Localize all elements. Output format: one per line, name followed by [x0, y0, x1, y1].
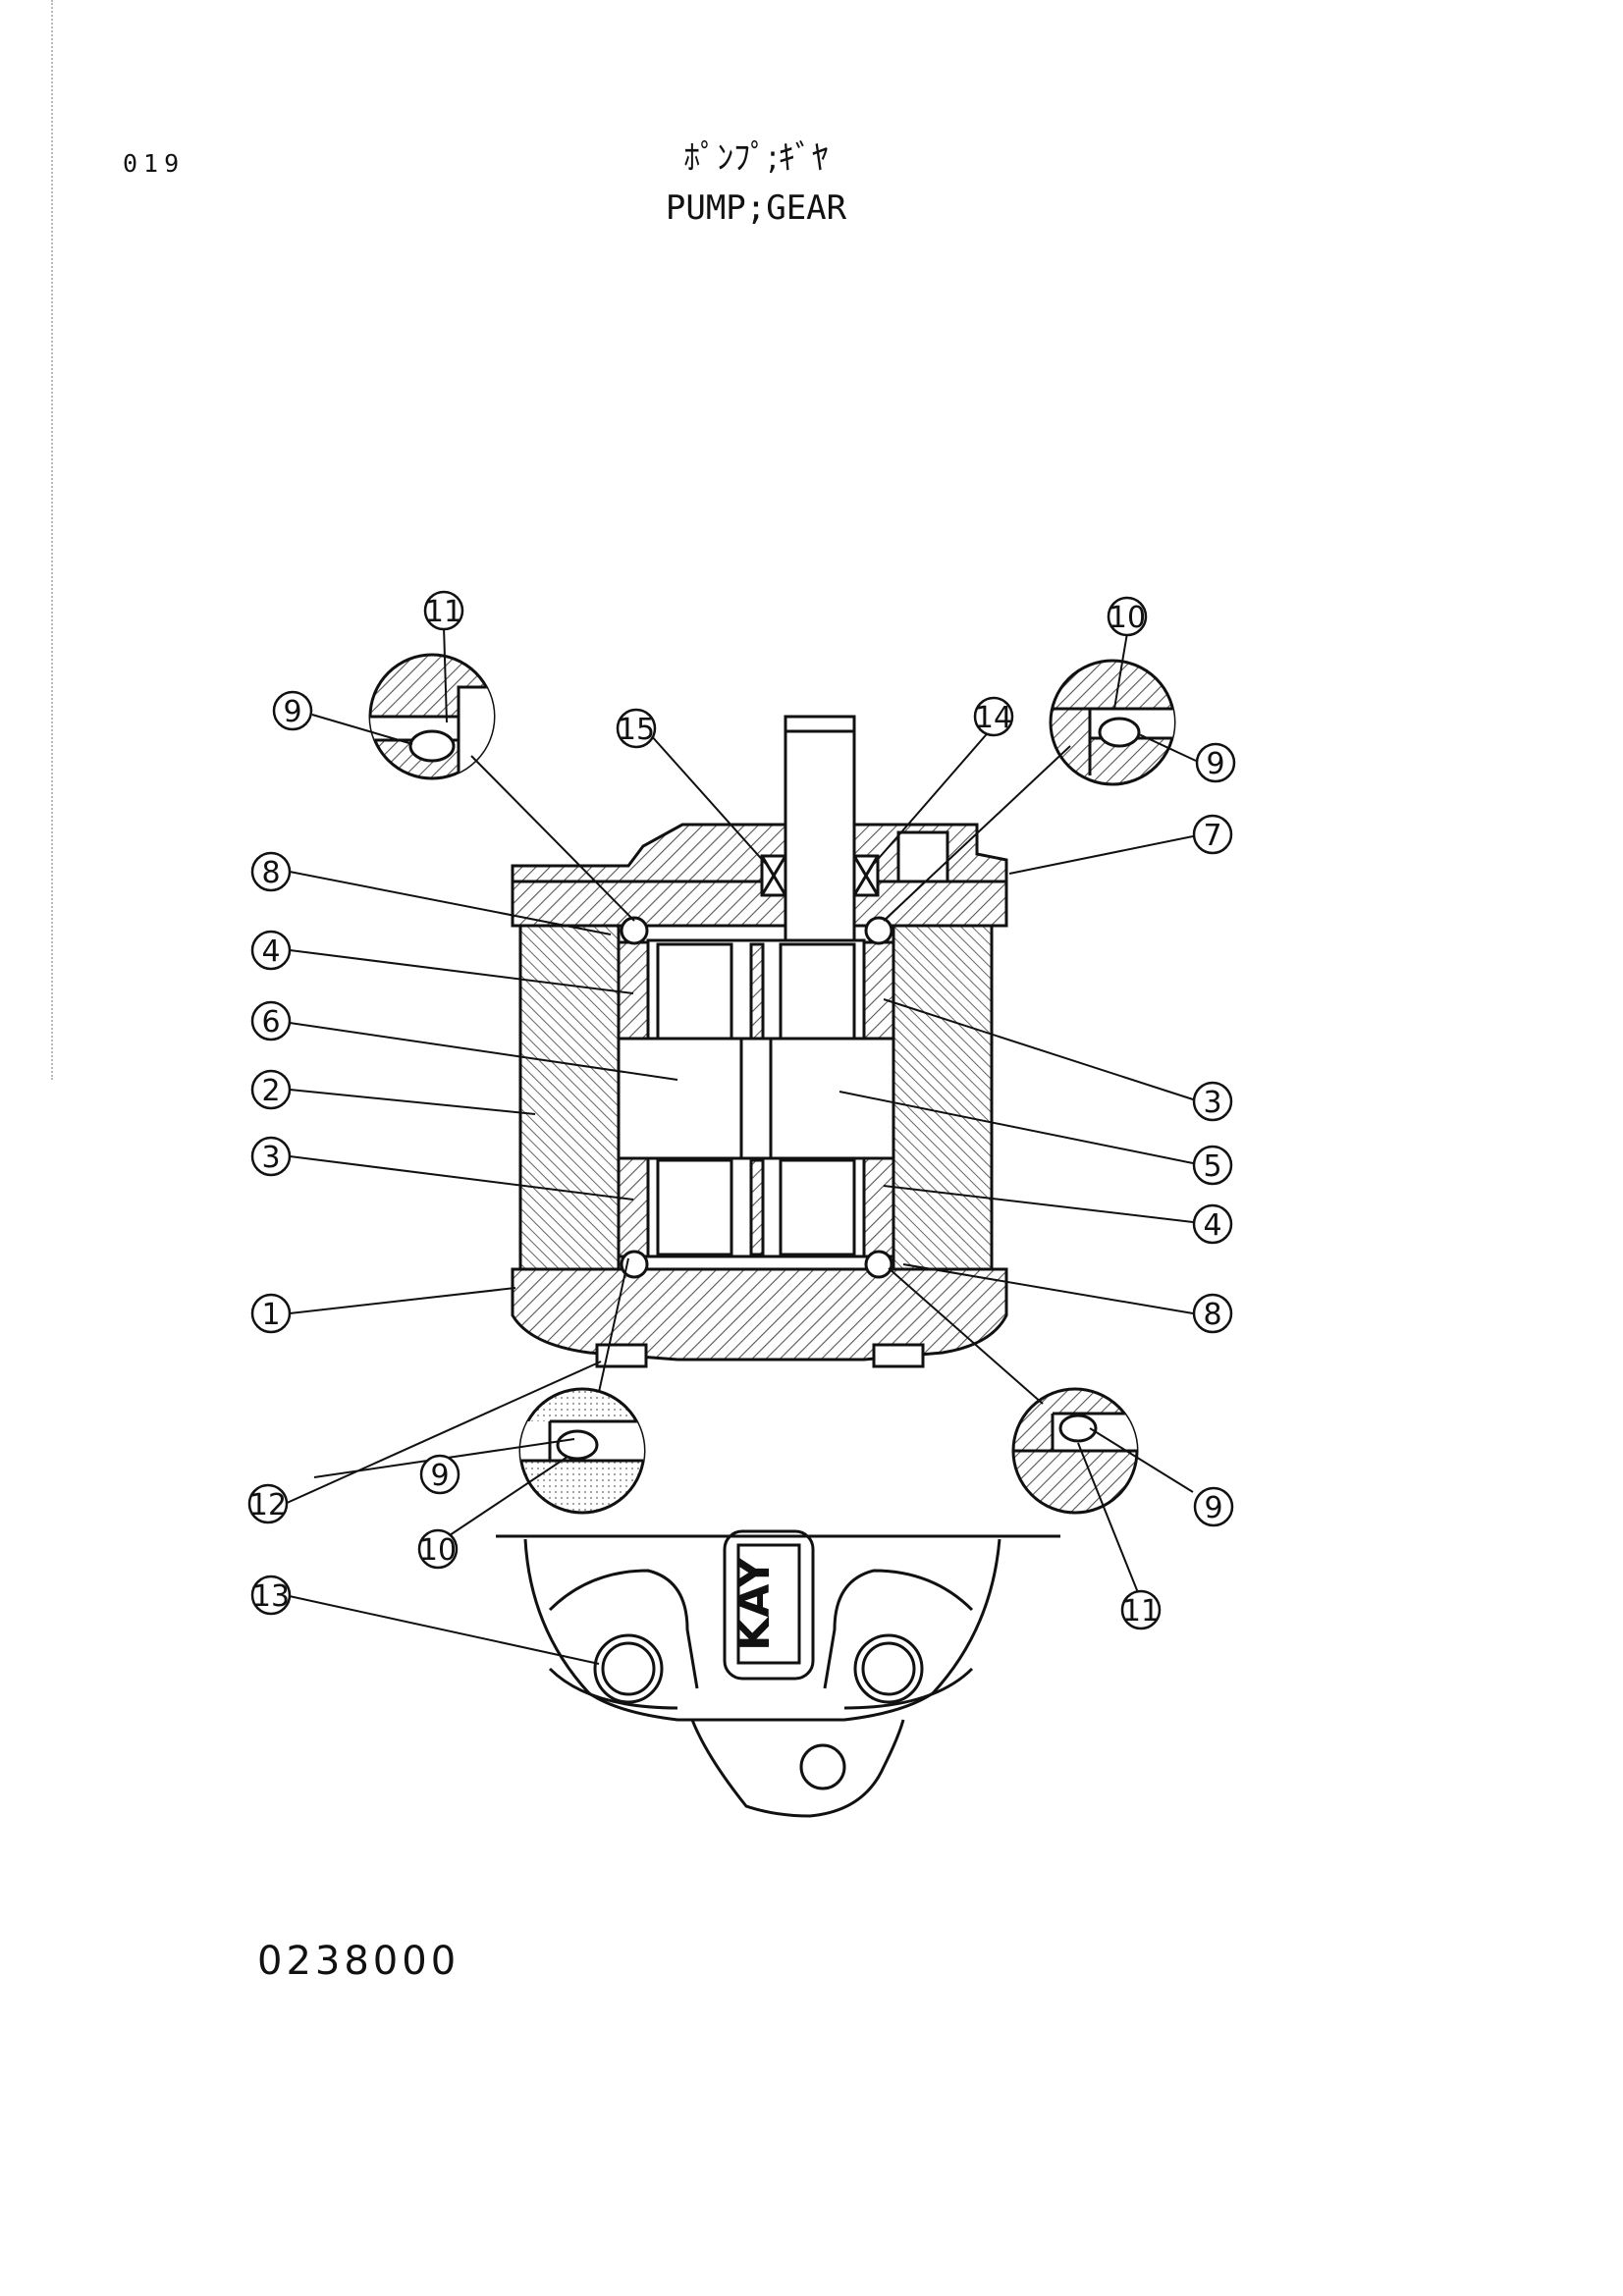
callout-9-top-left: 9 [272, 690, 313, 731]
svg-text:15: 15 [618, 713, 655, 747]
drawing-number: 0238000 [257, 1939, 460, 1984]
svg-text:9: 9 [283, 695, 301, 729]
mounting-stud-right [872, 1343, 925, 1368]
gear-spacer-lower [749, 1158, 765, 1256]
svg-text:1: 1 [261, 1298, 280, 1332]
svg-text:14: 14 [975, 701, 1012, 735]
callout-10-top: 10 [1107, 596, 1148, 637]
margin-rule [51, 0, 53, 1080]
svg-text:3: 3 [1203, 1086, 1221, 1120]
svg-text:4: 4 [261, 934, 280, 969]
body-left [518, 924, 621, 1271]
svg-text:7: 7 [1203, 819, 1221, 853]
callout-9-bottom-right: 9 [1193, 1486, 1234, 1527]
gear-right-upper [779, 942, 856, 1041]
callout-8-top: 8 [250, 851, 292, 892]
bushing-bottom-right [862, 1156, 895, 1258]
svg-text:9: 9 [1204, 1491, 1222, 1525]
callout-15: 15 [616, 708, 657, 749]
svg-text:10: 10 [419, 1533, 457, 1568]
callout-14: 14 [973, 696, 1014, 737]
detail-circle-bottom-left [518, 1387, 646, 1515]
callout-9-top-right: 9 [1195, 742, 1236, 783]
body-right [892, 924, 994, 1271]
svg-text:6: 6 [261, 1005, 280, 1040]
callout-13: 13 [250, 1575, 292, 1616]
callout-11-bottom: 11 [1120, 1589, 1162, 1630]
callout-12: 12 [247, 1483, 289, 1524]
detail-circle-top-left [368, 653, 496, 780]
port-block [896, 830, 949, 883]
kay-logo: KAY [730, 1556, 780, 1651]
gear-left-upper [656, 942, 733, 1041]
svg-text:13: 13 [252, 1579, 290, 1614]
callout-4-top: 4 [250, 930, 292, 971]
callout-4-right: 4 [1192, 1203, 1233, 1245]
front-cover-flange [511, 880, 1008, 928]
callout-2: 2 [250, 1069, 292, 1110]
pump-end-view: KAY [496, 1529, 1060, 1818]
callout-3-left: 3 [250, 1136, 292, 1177]
callout-6: 6 [250, 1000, 292, 1041]
page-number: 019 [123, 149, 186, 178]
callout-3-right: 3 [1192, 1081, 1233, 1122]
callout-11-top: 11 [423, 590, 464, 631]
drive-shaft [784, 715, 856, 942]
rear-cover [511, 1267, 1008, 1362]
callout-9-bottom-left: 9 [419, 1454, 460, 1495]
callout-8-bottom: 8 [1192, 1293, 1233, 1334]
detail-circle-top-right [1049, 659, 1176, 786]
svg-text:3: 3 [261, 1141, 280, 1175]
gear-spacer-upper [749, 942, 765, 1041]
svg-text:11: 11 [425, 595, 462, 629]
gear-right-lower [779, 1158, 856, 1256]
gear-left-lower [656, 1158, 733, 1256]
callout-5: 5 [1192, 1145, 1233, 1186]
svg-text:5: 5 [1203, 1149, 1221, 1184]
svg-text:2: 2 [261, 1074, 280, 1108]
bushing-top-right [862, 940, 895, 1042]
gear-band [617, 1037, 895, 1160]
callout-7: 7 [1192, 814, 1233, 855]
svg-text:11: 11 [1122, 1594, 1160, 1629]
detail-circle-bottom-right [1011, 1387, 1139, 1515]
svg-text:4: 4 [1203, 1208, 1221, 1243]
callout-10-bottom: 10 [417, 1528, 459, 1570]
svg-text:12: 12 [249, 1488, 287, 1522]
title-japanese: ﾎﾟﾝﾌﾟ;ｷﾞﾔ [683, 138, 829, 178]
bushing-bottom-left [617, 1156, 650, 1258]
mounting-stud-left [595, 1343, 648, 1368]
leader-lines [284, 625, 1197, 1665]
svg-text:8: 8 [261, 856, 280, 890]
svg-text:9: 9 [1206, 747, 1224, 781]
svg-text:9: 9 [430, 1459, 449, 1493]
svg-text:10: 10 [1109, 601, 1146, 635]
callout-1: 1 [250, 1293, 292, 1334]
title-english: PUMP;GEAR [665, 188, 847, 228]
svg-text:8: 8 [1203, 1298, 1221, 1332]
